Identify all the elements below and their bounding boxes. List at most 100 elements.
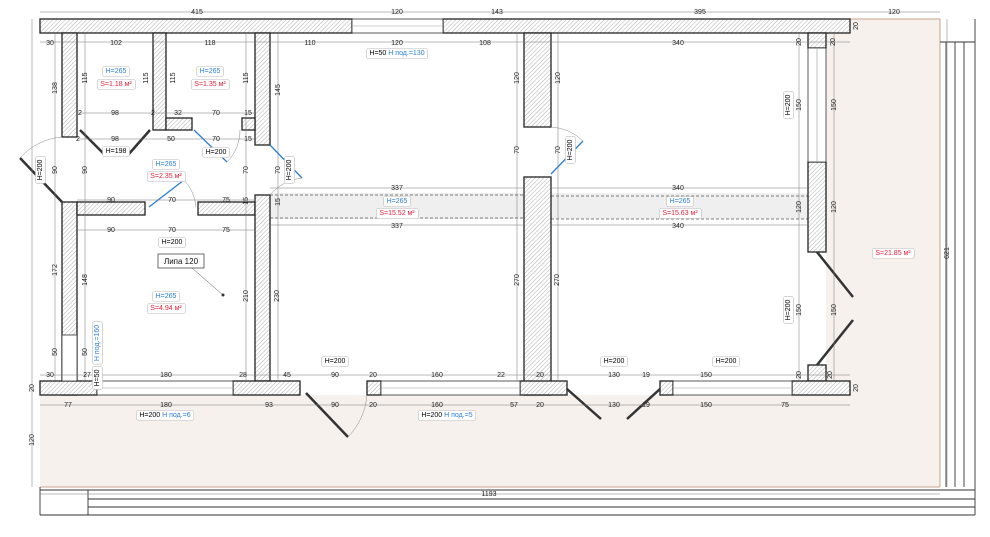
dims-row2: 30 102 118 110 120 108 340 20 20 20 <box>46 22 860 47</box>
dim: 27 <box>83 372 91 379</box>
dims-top: 415 120 143 395 120 <box>191 9 900 16</box>
dims-mid: 145 70 90 70 90 70 75 15 15 90 70 75 148… <box>82 84 282 356</box>
dim: 2 <box>151 110 155 117</box>
svg-text:H=200: H=200 <box>162 239 183 246</box>
svg-text:H=265: H=265 <box>156 161 177 168</box>
dim: 115 <box>82 72 89 83</box>
dim: 70 <box>555 146 562 154</box>
opening-labels: H=198 H=200 H=200 H=200 H=200 H=200 H=20… <box>35 48 794 421</box>
dim: 340 <box>672 223 684 230</box>
svg-text:S=4.94 м²: S=4.94 м² <box>150 305 182 312</box>
dim: 340 <box>672 40 684 47</box>
dimension-labels: 415 120 143 395 120 30 102 118 110 120 1… <box>29 9 951 498</box>
dim: 230 <box>274 290 281 302</box>
dim: 50 <box>167 136 175 143</box>
dim: 130 <box>608 372 620 379</box>
door-height-label: H=198 <box>102 146 130 157</box>
dim: 120 <box>831 201 838 213</box>
dim: 20 <box>536 372 544 379</box>
dim: 70 <box>212 136 220 143</box>
door-height-label: H=200 <box>158 237 186 248</box>
dim: 120 <box>796 201 803 213</box>
dim: 160 <box>431 402 443 409</box>
dim: 110 <box>304 40 315 47</box>
svg-text:H=265: H=265 <box>106 68 127 75</box>
dim: 70 <box>168 197 176 204</box>
dim: 210 <box>243 290 250 302</box>
svg-text:H=200 Н под.=6: H=200 Н под.=6 <box>139 412 190 419</box>
dim: 143 <box>491 9 503 16</box>
svg-text:H=265: H=265 <box>670 198 691 205</box>
dim: 15 <box>243 197 250 205</box>
dim: 90 <box>331 402 339 409</box>
wc2-height-label: H=265 <box>196 66 224 77</box>
dim: 28 <box>239 372 247 379</box>
dim: 120 <box>29 434 36 446</box>
dim: 75 <box>222 197 230 204</box>
dim: 148 <box>82 274 89 286</box>
small-window-sill-label: Н под.=160 <box>92 321 103 365</box>
dim: 70 <box>514 146 521 154</box>
dim: 15 <box>275 198 282 206</box>
dim: 20 <box>796 38 803 46</box>
corridor-height-label: H=265 <box>152 159 180 170</box>
dim: 90 <box>82 166 89 174</box>
dims-big-room: 337 337 120 120 70 70 270 270 <box>391 72 562 286</box>
dim: 337 <box>391 223 403 230</box>
dim: 20 <box>853 22 860 30</box>
windows <box>61 18 827 396</box>
dim: 20 <box>827 371 834 379</box>
dim: 115 <box>170 72 177 83</box>
dim: 108 <box>479 40 491 47</box>
tree-callout: Липа 120 <box>157 253 225 297</box>
dim: 90 <box>331 372 339 379</box>
dims-right: 340 340 150 150 120 120 150 150 621 <box>672 99 951 316</box>
dim: 270 <box>514 274 521 286</box>
door-height-label: H=200 <box>600 356 628 367</box>
dim: 90 <box>52 166 59 174</box>
window-room4-label: H=200 Н под.=6 <box>136 410 195 421</box>
dim: 20 <box>830 38 837 46</box>
dim: 20 <box>536 402 544 409</box>
dim: 120 <box>391 40 403 47</box>
dim: 120 <box>555 72 562 84</box>
room4-area-label: S=4.94 м² <box>146 303 186 314</box>
svg-text:H=50: H=50 <box>94 369 101 386</box>
dim: 20 <box>796 371 803 379</box>
right-room-area-label: S=15.63 м² <box>659 208 702 219</box>
dim: 50 <box>52 348 59 356</box>
dim: 45 <box>283 372 291 379</box>
dim: 70 <box>168 227 176 234</box>
door-height-label: H=200 <box>202 147 230 158</box>
svg-text:Н под.=160: Н под.=160 <box>94 325 101 361</box>
dim: 70 <box>275 166 282 174</box>
svg-text:S=15.52 м²: S=15.52 м² <box>379 210 415 217</box>
dim: 2 <box>76 136 80 143</box>
dim: 15 <box>244 136 252 143</box>
dim: 115 <box>143 72 150 83</box>
dim: 30 <box>46 372 54 379</box>
door-height-label: H=200 <box>35 156 46 184</box>
small-window-height-label: H=50 <box>92 366 103 390</box>
dim: 50 <box>82 348 89 356</box>
dim: 98 <box>111 110 119 117</box>
dim: 19 <box>642 402 650 409</box>
dim: 90 <box>107 197 115 204</box>
dim: 20 <box>369 372 377 379</box>
dim: 180 <box>160 372 172 379</box>
svg-text:H=265: H=265 <box>387 198 408 205</box>
dim: 395 <box>694 9 706 16</box>
terrace <box>40 18 941 488</box>
svg-text:H=200: H=200 <box>206 149 227 156</box>
dim: 145 <box>275 84 282 96</box>
dim: 150 <box>796 99 803 111</box>
dim: 180 <box>160 402 172 409</box>
svg-text:H=198: H=198 <box>106 148 127 155</box>
dim: 30 <box>46 40 54 47</box>
dim: 415 <box>191 9 203 16</box>
svg-text:H=200: H=200 <box>37 159 44 180</box>
dim: 70 <box>212 110 220 117</box>
dim: 115 <box>243 72 250 83</box>
callout-text: Липа 120 <box>164 257 199 266</box>
